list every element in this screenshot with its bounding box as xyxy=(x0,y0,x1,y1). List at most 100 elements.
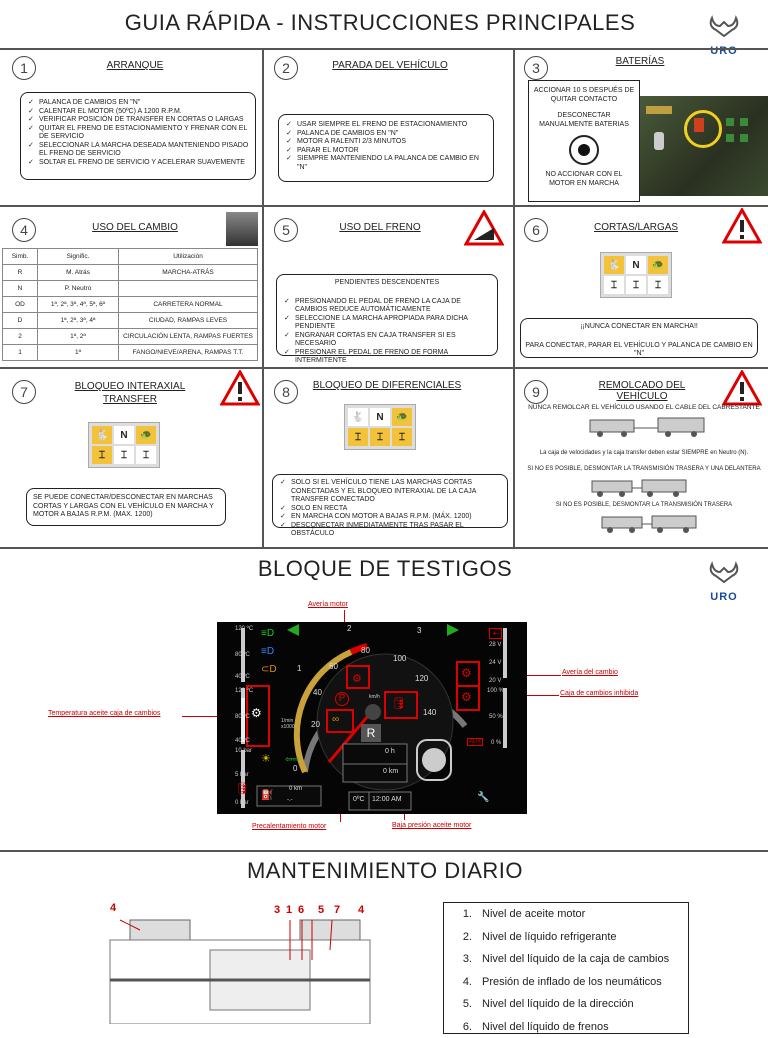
callout-precalentamiento: Precalentamiento motor xyxy=(252,823,326,830)
uro-logo: URO xyxy=(704,560,744,604)
table-cell: OD xyxy=(3,297,38,313)
diagram-label-4b: 4 xyxy=(358,904,364,916)
table-cell: D xyxy=(3,313,38,329)
axle-icon: ⌶ xyxy=(114,446,134,464)
diagram-label-4: 4 xyxy=(110,902,116,914)
table-cell xyxy=(119,281,258,297)
table-cell: 1ª, 2ª, 3ª, 4ª xyxy=(38,313,119,329)
dash-p50: 50 % xyxy=(489,714,503,720)
list-item-text: Nivel del líquido de frenos xyxy=(482,1021,609,1033)
callout-averia-cambio: Avería del cambio xyxy=(562,669,618,676)
dash-temp-mid: 80 ºC xyxy=(235,652,250,658)
dash-v20: 20 V xyxy=(489,678,501,684)
dash-clock: 12:00 AM xyxy=(372,796,402,803)
table-cell: CIRCULACIÓN LENTA, RAMPAS FUERTES xyxy=(119,329,258,345)
section-title-bloqueo-interaxial: BLOQUEO INTERAXIAL TRANSFER xyxy=(70,380,190,406)
oil-pressure-icon: 🛢 xyxy=(391,696,406,710)
testigos-title: BLOQUE DE TESTIGOS xyxy=(200,556,570,582)
list-item-number: 5. xyxy=(444,993,472,1016)
axle-icon: ⌶ xyxy=(626,276,646,294)
diagram-label-1: 1 xyxy=(286,904,292,916)
dash-tick-40: 40 xyxy=(313,688,322,697)
parada-item: USAR SIEMPRE EL FRENO DE ESTACIONAMIENTO xyxy=(297,121,489,130)
dash-bar0: 0 bar xyxy=(235,800,249,806)
fog-light-icon: ⊂D xyxy=(261,664,277,675)
section-number-6: 6 xyxy=(524,218,548,242)
tow-illustration-1 xyxy=(588,414,708,438)
arranque-box: PALANCA DE CAMBIOS EN "N" CALENTAR EL MO… xyxy=(20,92,256,180)
dash-tick-140: 140 xyxy=(423,708,436,717)
table-cell: 1 xyxy=(3,345,38,361)
table-cell: P. Neutro xyxy=(38,281,119,297)
axle-icon: ⌶ xyxy=(370,428,390,446)
diagram-label-7: 7 xyxy=(334,904,340,916)
dash-p0: 0 % xyxy=(491,740,501,746)
gearbox-fault-icon: ⚙ xyxy=(461,666,472,680)
arranque-item: QUITAR EL FRENO DE ESTACIONAMIENTO Y FRE… xyxy=(39,125,251,142)
dash-trip1: 0 h xyxy=(385,748,395,755)
turtle-icon: 🐢 xyxy=(136,426,156,444)
parking-brake-icon: P xyxy=(335,692,349,706)
list-item-text: Nivel de líquido refrigerante xyxy=(482,931,617,943)
list-item-number: 3. xyxy=(444,948,472,971)
dash-rpm-2: 2 xyxy=(347,624,351,633)
interaxial-box: SE PUEDE CONECTAR/DESCONECTAR EN MARCHAS… xyxy=(26,488,226,526)
bateria-switch-icon xyxy=(569,135,599,165)
diagram-label-6: 6 xyxy=(298,904,304,916)
diferenciales-item: SOLO SI EL VEHÍCULO TIENE LAS MARCHAS CO… xyxy=(291,479,503,505)
axle-icon: ⌶ xyxy=(348,428,368,446)
dash-aux: AUX xyxy=(467,738,483,746)
table-cell: CIUDAD, RAMPAS LEVES xyxy=(119,313,258,329)
dash-tick-120: 120 xyxy=(415,674,428,683)
section-number-4: 4 xyxy=(12,218,36,242)
freno-item: SELECCIONE LA MARCHA APROPIADA PARA DICH… xyxy=(295,315,493,332)
list-item: 3.Nivel del líquido de la caja de cambio… xyxy=(444,948,688,971)
arranque-item: VERIFICAR POSICIÓN DE TRANSFER EN CORTAS… xyxy=(39,116,251,125)
list-item-text: Nivel del líquido de la dirección xyxy=(482,998,634,1010)
neutral-label: N xyxy=(626,256,646,274)
list-item-text: Nivel de aceite motor xyxy=(482,908,585,920)
list-item-text: Presión de inflado de los neumáticos xyxy=(482,976,662,988)
warning-icon xyxy=(220,370,260,411)
arranque-item: PALANCA DE CAMBIOS EN "N" xyxy=(39,99,251,108)
page-title: GUIA RÁPIDA - INSTRUCCIONES PRINCIPALES xyxy=(120,10,640,36)
diferenciales-item: SOLO EN RECTA xyxy=(291,505,503,514)
axle-icon: ⌶ xyxy=(392,428,412,446)
axle-icon: ⌶ xyxy=(92,446,112,464)
mantenimiento-title: MANTENIMIENTO DIARIO xyxy=(200,858,570,884)
engine-fault-icon: ⚙ xyxy=(352,672,362,685)
dash-temp: 0ºC xyxy=(353,796,365,803)
dash-km: 0 km xyxy=(289,786,302,792)
diagram-label-3: 3 xyxy=(274,904,280,916)
warning-icon xyxy=(722,208,762,249)
dash-p100: 100 % xyxy=(487,688,504,694)
diferenciales-item: DESCONECTAR INMEDIATAMENTE TRAS PASAR EL… xyxy=(291,522,503,539)
list-item: 6.Nivel del líquido de frenos xyxy=(444,1016,688,1038)
axle-icon: ⌶ xyxy=(648,276,668,294)
section-title-baterias: BATERÍAS xyxy=(610,56,670,67)
dash-temp-top: 120 ºC xyxy=(235,626,253,632)
list-item: 2. Nivel de líquido refrigerante xyxy=(444,926,688,949)
dash-temp2-low: 40 ºC xyxy=(235,738,250,744)
callout-cambios-inhibida: Caja de cambios inhibida xyxy=(560,690,638,697)
list-item-number: 1. xyxy=(444,903,472,926)
section-number-2: 2 xyxy=(274,56,298,80)
cortas-instruction: PARA CONECTAR, PARAR EL VEHÍCULO Y PALAN… xyxy=(525,342,753,359)
dash-bar10: 10 bar xyxy=(235,748,252,754)
freno-box: PENDIENTES DESCENDENTES PRESIONANDO EL P… xyxy=(276,274,498,356)
list-item: 1. Nivel de aceite motor xyxy=(444,903,688,926)
mantenimiento-list: 1. Nivel de aceite motor 2. Nivel de líqui… xyxy=(443,902,689,1034)
callout-temp-aceite: Temperatura aceite caja de cambios xyxy=(48,710,160,717)
list-item-number: 2. xyxy=(444,926,472,949)
battery-icon: +- xyxy=(489,628,502,639)
turtle-icon: 🐢 xyxy=(648,256,668,274)
table-cell: 1ª, 2ª xyxy=(38,329,119,345)
axle-icon: ⌶ xyxy=(604,276,624,294)
bateria-panel: ACCIONAR 10 S DESPUÉS DE QUITAR CONTACTO… xyxy=(528,80,640,202)
dash-tick-100: 100 xyxy=(393,654,406,663)
